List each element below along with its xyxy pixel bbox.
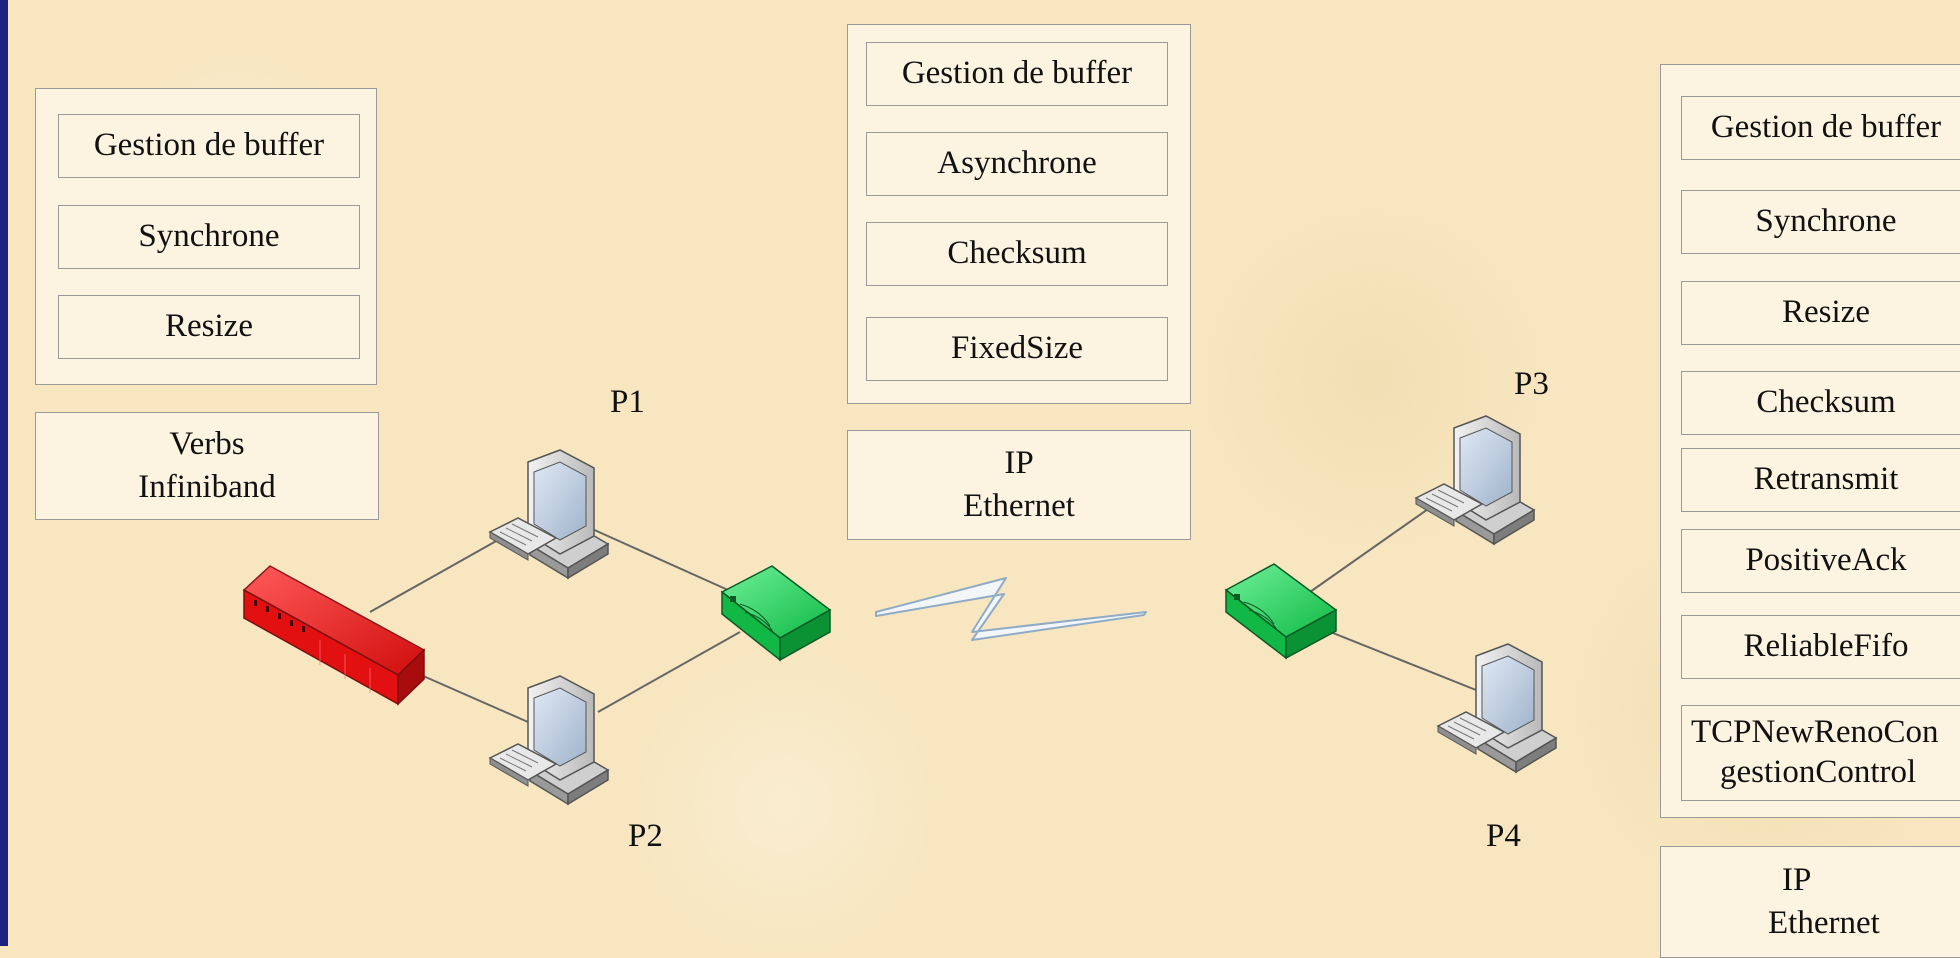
host-label-p1: P1	[610, 384, 645, 420]
layer-resize: Resize	[58, 295, 360, 359]
transport-line-2: Ethernet	[963, 488, 1075, 524]
host-label-p4: P4	[1486, 818, 1521, 854]
transport-ip-ethernet: IP Ethernet	[1660, 846, 1960, 958]
layer-retransmit: Retransmit	[1681, 448, 1960, 512]
host-label-p3: P3	[1514, 366, 1549, 402]
workstation-icon	[488, 675, 610, 806]
layer-line-2: gestionControl	[1720, 754, 1917, 790]
transport-verbs-infiniband: Verbs Infiniband	[35, 412, 379, 520]
link-switch-p1	[369, 539, 499, 613]
network-links	[369, 494, 1477, 723]
wan-link-icon	[875, 577, 1147, 641]
transport-line-1: IP	[1782, 862, 1812, 899]
infiniband-switch-icon	[242, 565, 426, 706]
router-icon	[720, 565, 832, 662]
layer-positiveack: PositiveAck	[1681, 529, 1960, 593]
link-router-p4	[1327, 630, 1477, 691]
link-p1-router	[589, 527, 729, 591]
layer-fixedsize: FixedSize	[866, 317, 1168, 381]
layer-reliablefifo: ReliableFifo	[1681, 615, 1960, 679]
layer-tcpnewreno-congestion-control: TCPNewRenoCon gestionControl	[1681, 705, 1960, 801]
workstation-icon	[1414, 415, 1536, 546]
link-switch-p2	[404, 667, 529, 723]
link-router-p3	[1309, 494, 1449, 593]
layer-synchrone: Synchrone	[58, 205, 360, 269]
layer-resize: Resize	[1681, 281, 1960, 345]
layer-gestion-de-buffer: Gestion de buffer	[866, 42, 1168, 106]
layer-checksum: Checksum	[866, 222, 1168, 286]
left-accent-bar	[0, 0, 8, 946]
stack-ip-large-panel	[1660, 64, 1960, 818]
layer-asynchrone: Asynchrone	[866, 132, 1168, 196]
transport-line-1: Verbs	[169, 426, 245, 463]
layer-checksum: Checksum	[1681, 371, 1960, 435]
layer-gestion-de-buffer: Gestion de buffer	[1681, 96, 1960, 160]
transport-line-2: Infiniband	[138, 469, 276, 505]
transport-line-1: IP	[1004, 445, 1034, 482]
router-icon	[1224, 563, 1338, 660]
layer-synchrone: Synchrone	[1681, 190, 1960, 254]
layer-gestion-de-buffer: Gestion de buffer	[58, 114, 360, 178]
workstation-icon	[1436, 643, 1558, 774]
transport-ip-ethernet: IP Ethernet	[847, 430, 1191, 540]
workstation-icon	[488, 449, 610, 580]
link-p2-router	[597, 631, 741, 713]
transport-line-2: Ethernet	[1768, 905, 1880, 941]
host-label-p2: P2	[628, 818, 663, 854]
layer-line-1: TCPNewRenoCon	[1691, 714, 1939, 751]
